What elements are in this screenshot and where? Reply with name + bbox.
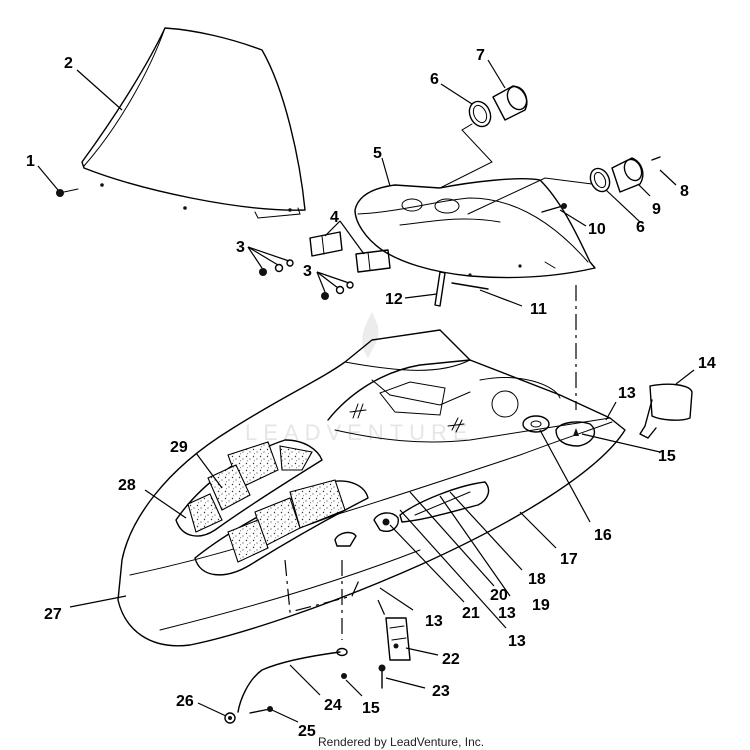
callout-20: 20 xyxy=(490,587,508,604)
callout-6b: 6 xyxy=(636,219,645,236)
console-panel xyxy=(354,178,596,279)
callout-6a: 6 xyxy=(430,71,439,88)
callout-5: 5 xyxy=(373,145,382,162)
latch-screw-23 xyxy=(378,664,386,689)
bracket-right xyxy=(355,249,391,273)
windshield xyxy=(81,27,306,219)
callout-13d: 13 xyxy=(508,633,526,650)
callout-25: 25 xyxy=(298,723,316,740)
callout-23: 23 xyxy=(432,683,450,700)
callout-15a: 15 xyxy=(658,448,676,465)
callout-22: 22 xyxy=(442,651,460,668)
tether-cable xyxy=(237,560,348,713)
plug-21 xyxy=(373,512,399,532)
callout-7: 7 xyxy=(476,47,485,64)
callout-18: 18 xyxy=(528,571,546,588)
mirror xyxy=(639,383,693,439)
leader-lines xyxy=(37,59,695,723)
callout-10: 10 xyxy=(588,221,606,238)
callout-27: 27 xyxy=(44,606,62,623)
hood-latch-15 xyxy=(555,421,596,447)
cable xyxy=(451,282,489,290)
callout-9: 9 xyxy=(652,201,661,218)
callout-13c: 13 xyxy=(425,613,443,630)
grommet-15-lower xyxy=(341,673,347,679)
callout-21: 21 xyxy=(462,605,480,622)
credit-text: Rendered by LeadVenture, Inc. xyxy=(318,735,484,749)
callout-13a: 13 xyxy=(618,385,636,402)
callout-17: 17 xyxy=(560,551,578,568)
hardware-lower xyxy=(321,281,354,300)
gauge-tachometer xyxy=(611,157,644,193)
hood xyxy=(117,329,626,647)
fastener-25 xyxy=(249,706,273,714)
callout-14: 14 xyxy=(698,355,716,372)
callout-29: 29 xyxy=(170,439,188,456)
callout-1: 1 xyxy=(26,153,35,170)
side-vent xyxy=(399,481,490,523)
watermark: LEADVENTURE xyxy=(245,312,468,445)
callout-24: 24 xyxy=(324,697,342,714)
callout-11: 11 xyxy=(530,301,547,318)
callout-4: 4 xyxy=(330,209,339,226)
callout-26: 26 xyxy=(176,693,194,710)
screw xyxy=(56,188,79,197)
latch-22 xyxy=(377,599,411,661)
gauge-speedometer xyxy=(492,85,528,121)
callout-13b: 13 xyxy=(498,605,516,622)
gauge-ring-right xyxy=(589,167,611,193)
callout-labels: 2 1 3 3 4 5 6 6 7 8 9 10 11 12 13 13 13 … xyxy=(26,47,716,740)
callout-8: 8 xyxy=(680,183,689,200)
callout-12: 12 xyxy=(385,291,403,308)
callout-15b: 15 xyxy=(362,700,380,717)
panel-screw xyxy=(541,203,567,213)
callout-3a: 3 xyxy=(236,239,245,256)
strap xyxy=(434,271,446,307)
callout-16: 16 xyxy=(594,527,612,544)
bracket-left xyxy=(309,231,343,257)
callout-3b: 3 xyxy=(303,263,312,280)
gauge-bulb xyxy=(651,156,661,161)
gauge-ring-left xyxy=(468,100,492,128)
callout-28: 28 xyxy=(118,477,136,494)
nut-26 xyxy=(224,712,236,724)
vent-lower xyxy=(194,479,369,576)
grommet-16 xyxy=(522,415,550,433)
callout-2: 2 xyxy=(64,55,73,72)
hardware-upper xyxy=(259,259,294,276)
front-clip xyxy=(334,531,357,547)
gauge-wiring xyxy=(439,123,593,215)
vent-upper xyxy=(175,439,323,537)
callout-19: 19 xyxy=(532,597,550,614)
